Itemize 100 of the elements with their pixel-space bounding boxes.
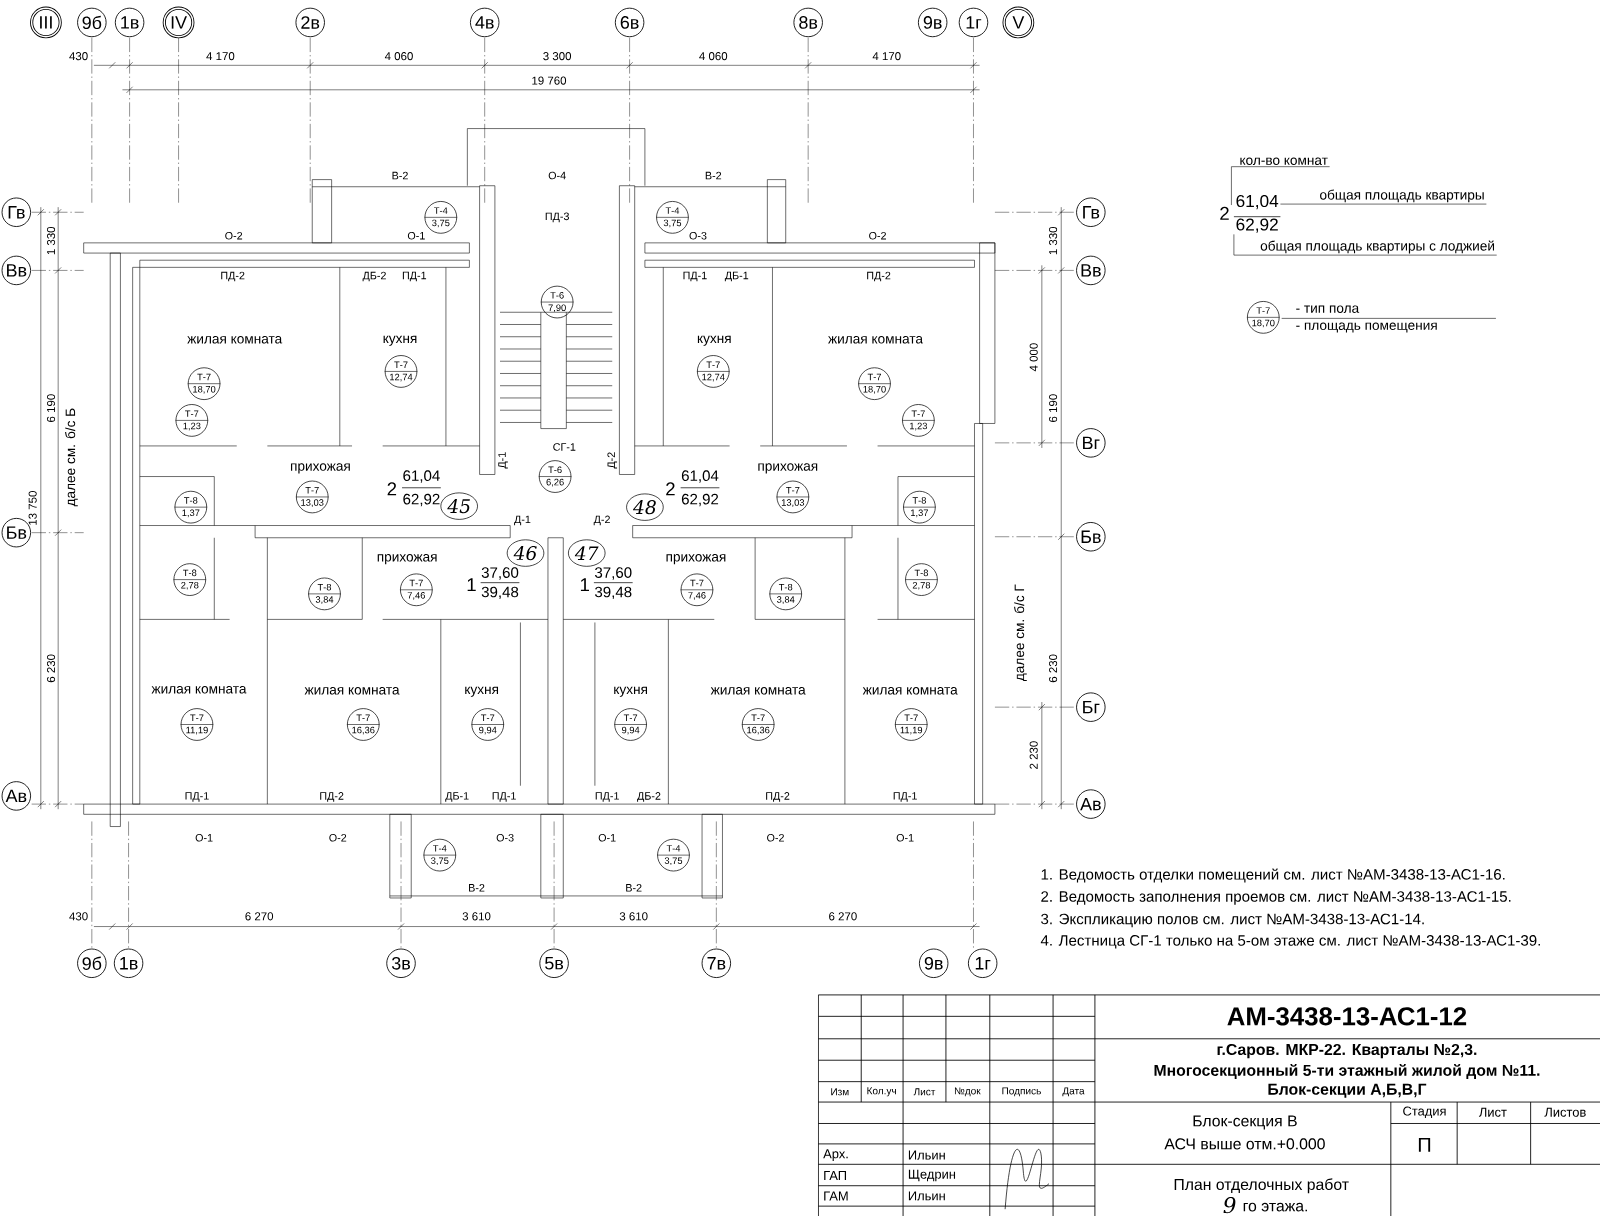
opening-mark: ДБ-2 — [637, 791, 661, 802]
area-number: 62,92 — [681, 493, 719, 507]
opening-mark: ПД-1 — [683, 271, 707, 282]
opening-mark: В-2 — [705, 171, 722, 180]
room-name: жилая комната — [187, 335, 283, 344]
floor-type-tag: Т-7 7,46 — [399, 573, 433, 606]
opening-mark: ПД-1 — [402, 271, 427, 282]
handwritten-number: 47 — [568, 539, 606, 567]
role-label: ГАМ — [824, 1191, 848, 1201]
floor-type-tag: Т-7 11,19 — [894, 708, 928, 741]
axis-bubble: Вг — [1076, 428, 1106, 458]
opening-mark: О-2 — [869, 231, 886, 240]
handwritten-number: 45 — [440, 492, 478, 520]
side-note: далее см. б/с Б — [65, 408, 78, 507]
axis-bubble: 8в — [793, 7, 823, 37]
floor-type-tag: Т-4 3,75 — [655, 200, 689, 234]
floor-type-tag: Т-8 1,37 — [174, 490, 208, 524]
floor-type-tag: Т-7 18,70 — [857, 367, 892, 400]
floor-type-tag: Т-7 9,94 — [614, 708, 648, 741]
leader-line — [1231, 166, 1330, 206]
axis-bubble: Бг — [1076, 692, 1106, 722]
axis-bubble: Ав — [1076, 789, 1106, 819]
opening-mark: ПД-3 — [545, 212, 569, 222]
opening-mark: ПД-1 — [185, 792, 209, 802]
axis-bubble: Вв — [1, 255, 32, 285]
opening-mark: О-1 — [598, 833, 616, 842]
dimension-text: 6 190 — [46, 394, 56, 422]
floor-type-tag: Т-7 1,23 — [901, 403, 935, 437]
leader-line — [1280, 203, 1487, 205]
legend-label: общая площадь квартиры — [1320, 189, 1484, 203]
column-header: №док — [954, 1087, 981, 1097]
dimension-text: 3 610 — [619, 912, 648, 921]
sheet-title: го этажа. — [1243, 1202, 1307, 1212]
axis-bubble: III — [30, 6, 62, 39]
stage-letter: П — [1418, 1137, 1431, 1152]
area-number: 61,04 — [1236, 194, 1279, 209]
axis-bubble: Ав — [1, 781, 32, 811]
opening-mark: ПД-2 — [867, 271, 891, 282]
project-title: Многосекционный 5-ти этажный жилой дом №11. — [1154, 1063, 1540, 1079]
opening-mark: Д-1 — [514, 515, 531, 526]
dimension-text: 4 060 — [699, 51, 728, 61]
room-name: жилая комната — [151, 685, 247, 694]
floor-type-tag: Т-7 18,70 — [1246, 300, 1280, 334]
sheet-title: АСЧ выше отм.+0.000 — [1164, 1138, 1325, 1150]
opening-mark: О-4 — [548, 171, 566, 180]
axis-bubble: Вв — [1076, 255, 1106, 285]
legend-label: кол-во комнат — [1240, 157, 1328, 165]
dimension-text: 3 300 — [543, 51, 572, 61]
axis-bubble: 3в — [386, 948, 416, 978]
dimension-text: 6 230 — [1049, 654, 1058, 682]
dimension-text: 19 760 — [532, 76, 567, 85]
column-header: Стадия — [1403, 1106, 1446, 1118]
note: 3. Экспликацию полов см. лист №АМ-3438-13-АС1-14. — [1041, 913, 1424, 927]
project-title: Блок-секции А,Б,В,Г — [1268, 1083, 1427, 1098]
area-number: 61,04 — [403, 470, 440, 483]
opening-mark: В-2 — [469, 883, 485, 892]
floor-type-tag: Т-7 11,19 — [180, 708, 214, 741]
opening-mark: О-1 — [896, 833, 914, 842]
project-title: г.Саров. МКР-22. Кварталы №2,3. — [1217, 1043, 1477, 1058]
room-count: 2 — [1220, 206, 1229, 220]
dimension-text: 4 000 — [1029, 343, 1038, 372]
handwritten-number: 46 — [506, 539, 545, 567]
floor-type-tag: Т-7 7,46 — [680, 573, 714, 606]
note: 2. Ведомость заполнения проемов см. лист №АМ-3438-13-АС1-15. — [1041, 891, 1511, 905]
floor-type-tag: Т-7 12,74 — [384, 355, 418, 388]
dimension-text: 430 — [69, 51, 88, 61]
opening-mark: О-2 — [767, 833, 784, 842]
handwritten-number: 9 — [1223, 1196, 1236, 1214]
floor-type-tag: Т-8 2,78 — [904, 563, 938, 596]
opening-mark: О-2 — [225, 231, 243, 240]
dimension-text: 4 170 — [872, 51, 901, 61]
axis-bubble: 6в — [614, 7, 645, 37]
axis-bubble: 4в — [470, 7, 500, 37]
dimension-text: 6 230 — [46, 654, 56, 682]
opening-mark: СГ-1 — [553, 443, 576, 451]
axis-bubble: 1г — [967, 948, 998, 978]
axis-bubble: 5в — [539, 948, 569, 978]
opening-mark: ПД-2 — [320, 791, 344, 802]
room-count: 2 — [666, 482, 675, 496]
legend-label: общая площадь квартиры с лоджией — [1260, 240, 1494, 254]
dimension-text: 3 610 — [462, 912, 491, 921]
column-header: Лист — [913, 1088, 936, 1096]
opening-mark: ПД-2 — [766, 791, 790, 802]
dimension-text: 6 190 — [1049, 394, 1058, 422]
floor-type-tag: Т-8 2,78 — [173, 563, 207, 596]
axis-bubble: Гв — [1076, 197, 1106, 227]
floor-type-tag: Т-7 16,36 — [741, 708, 775, 741]
person-name: Щедрин — [908, 1169, 956, 1182]
room-name: жилая комната — [828, 335, 923, 344]
opening-mark: ПД-1 — [595, 792, 619, 802]
opening-mark: О-1 — [195, 833, 213, 842]
floor-type-tag: Т-4 3,75 — [656, 838, 691, 872]
leader-line — [1233, 233, 1497, 256]
area-number: 37,60 — [481, 567, 519, 580]
area-number: 61,04 — [681, 470, 719, 483]
opening-mark: О-1 — [407, 231, 425, 240]
area-number: 37,60 — [595, 567, 632, 580]
opening-mark: ПД-1 — [893, 792, 917, 802]
floor-type-tag: Т-6 7,90 — [540, 285, 574, 319]
axis-bubble: V — [1002, 6, 1035, 39]
